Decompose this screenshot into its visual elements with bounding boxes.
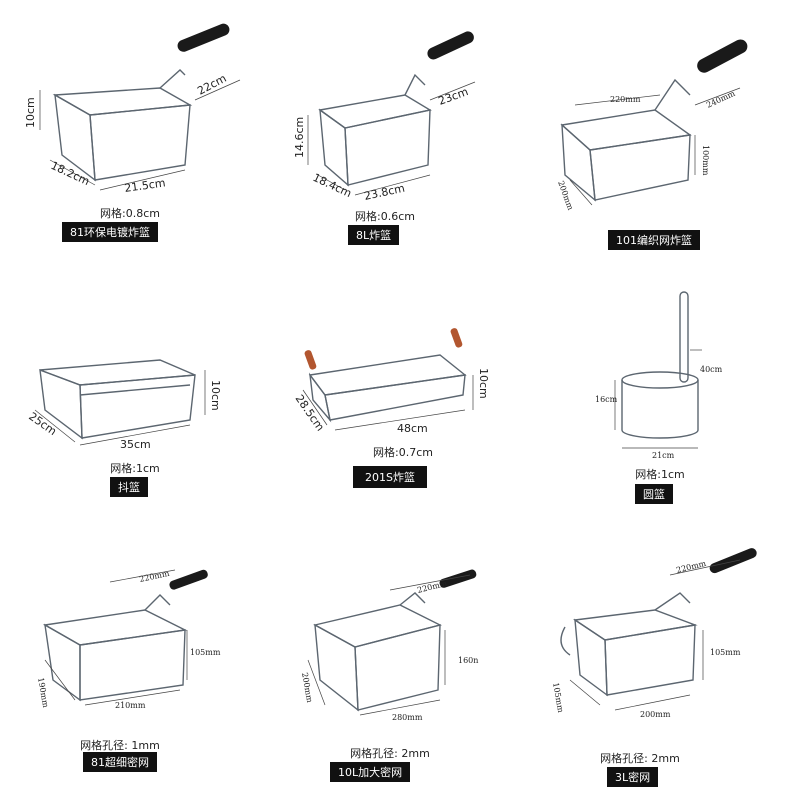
mesh-spec: 网格:0.8cm: [100, 207, 160, 220]
dim-length: 48cm: [397, 422, 428, 435]
basket-8-image: 220mm 160n 200mm 280mm: [300, 569, 478, 722]
basket-2-image: 14.6cm 23cm 18.4cm 23.8cm: [293, 31, 476, 203]
basket-5: 10cm 28.5cm 48cm 网格:0.7cm 201S炸篮: [285, 320, 510, 490]
dim-length: 21.5cm: [124, 176, 167, 195]
basket-3: 220mm 240mm 100mm 200mm 101编织网炸篮: [550, 39, 780, 250]
basket-7: 220mm 105mm 190mm 210mm 网格孔径: 1mm 81超细密网: [35, 560, 255, 772]
dim-height: 100mm: [701, 145, 710, 176]
dim-height: 105mm: [190, 648, 221, 657]
mesh-spec: 网格:0.7cm: [373, 446, 433, 459]
dim-length: 23.8cm: [363, 182, 406, 203]
dim-handle: 23cm: [437, 85, 470, 108]
product-label: 101编织网炸篮: [608, 230, 700, 250]
mesh-spec: 网格孔径: 2mm: [350, 747, 430, 760]
product-label: 81超细密网: [83, 752, 157, 772]
dim-height: 14.6cm: [293, 117, 306, 158]
product-label: 10L加大密网: [330, 762, 411, 782]
dim-length: 210mm: [115, 701, 146, 710]
dim-handle: 220mm: [139, 569, 171, 584]
mesh-spec: 网格:1cm: [635, 468, 685, 481]
product-label: 抖篮: [110, 477, 148, 497]
mesh-spec: 网格孔径: 1mm: [80, 739, 160, 752]
dim-handle: 22cm: [195, 72, 228, 98]
basket-3-image: 220mm 240mm 100mm 200mm: [556, 39, 748, 212]
product-label: 3L密网: [607, 767, 659, 787]
dim-width: 200mm: [300, 672, 314, 704]
basket-2: 14.6cm 23cm 18.4cm 23.8cm 网格:0.6cm 8L炸篮: [290, 31, 510, 250]
dim-height: 10cm: [209, 380, 222, 411]
basket-1: 10cm 22cm 18.2cm 21.5cm 网格:0.8cm 81环保电镀炸…: [20, 23, 250, 250]
basket-6-image: 40cm 16cm 21cm: [595, 291, 723, 460]
dim-width: 28.5cm: [293, 392, 327, 433]
basket-4-image: 10cm 25cm 35cm: [26, 359, 222, 451]
dim-handle: 240mm: [705, 89, 737, 110]
basket-9-image: 220mm 105mm 105mm 200mm: [551, 548, 757, 719]
product-label: 8L炸篮: [348, 225, 400, 245]
basket-8: 220mm 160n 200mm 280mm 网格孔径: 2mm 10L加大密网: [300, 565, 520, 782]
dim-height: 160n: [458, 656, 478, 665]
product-label: 圆篮: [635, 484, 673, 504]
mesh-spec: 网格:0.6cm: [355, 210, 415, 223]
dim-top: 220mm: [610, 95, 641, 104]
basket-5-image: 10cm 28.5cm 48cm: [293, 328, 490, 435]
mesh-spec: 网格:1cm: [110, 462, 160, 475]
dim-height: 40cm: [700, 365, 723, 374]
dim-handle: 220mm: [675, 559, 707, 575]
dim-width: 200mm: [556, 180, 575, 212]
product-label: 201S炸篮: [353, 466, 427, 488]
dim-height: 10cm: [477, 368, 490, 399]
dim-width: 25cm: [26, 410, 59, 438]
dim-height: 10cm: [24, 97, 37, 128]
dim-length: 35cm: [120, 438, 151, 451]
dim-length: 200mm: [640, 710, 671, 719]
dim-width: 18.2cm: [49, 159, 92, 188]
mesh-spec: 网格孔径: 2mm: [600, 752, 680, 765]
product-label: 81环保电镀炸篮: [62, 222, 158, 242]
dim-handle: 220mm: [416, 579, 448, 595]
dim-length: 280mm: [392, 713, 423, 722]
dim-width: 105mm: [551, 682, 565, 714]
basket-4: 10cm 25cm 35cm 网格:1cm 抖篮: [20, 330, 250, 500]
dim-height: 105mm: [710, 648, 741, 657]
basket-6: 40cm 16cm 21cm 网格:1cm 圆篮: [580, 290, 750, 504]
dim-width: 190mm: [36, 677, 50, 709]
basket-7-image: 220mm 105mm 190mm 210mm: [36, 569, 221, 710]
basket-9: 220mm 105mm 105mm 200mm 网格孔径: 2mm 3L密网: [545, 548, 775, 787]
dim-diameter: 21cm: [652, 451, 675, 460]
dim-depth: 16cm: [595, 395, 618, 404]
basket-1-image: 10cm 22cm 18.2cm 21.5cm: [24, 23, 241, 195]
